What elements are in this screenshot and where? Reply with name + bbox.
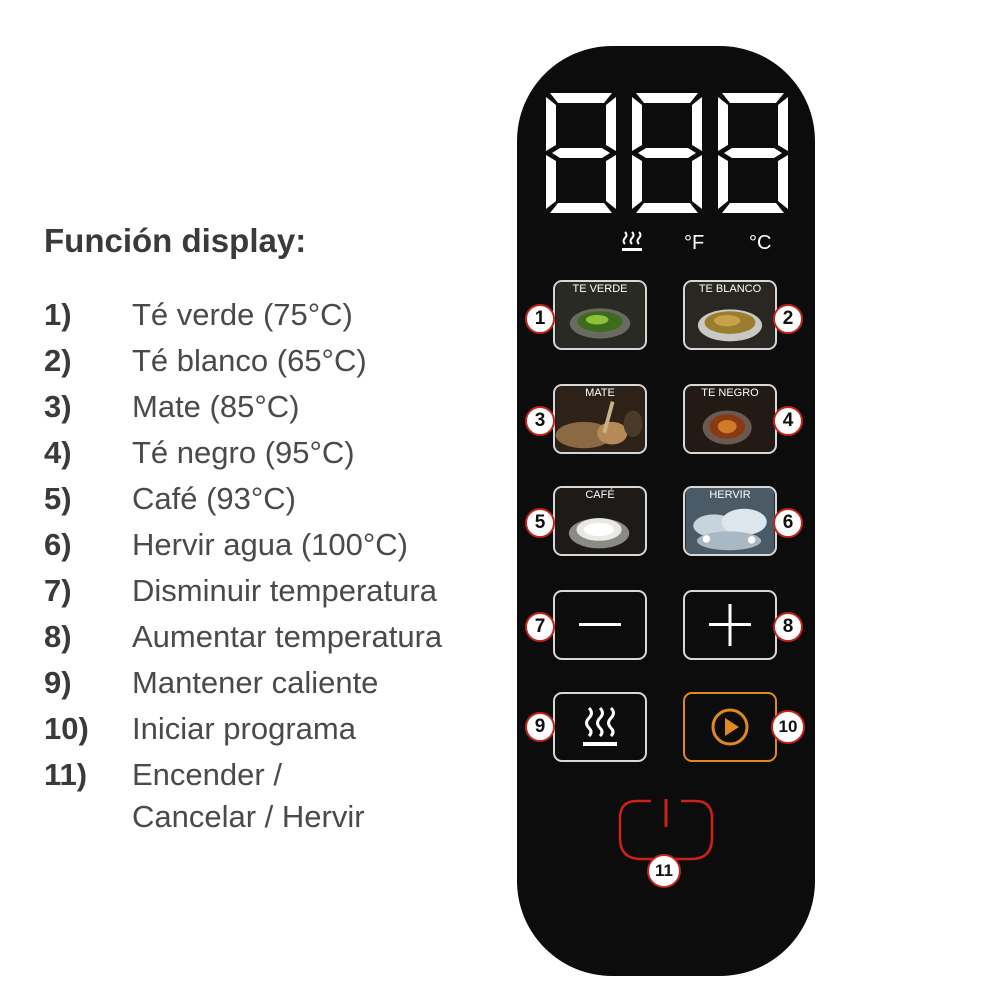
legend-text: Mantener caliente — [132, 665, 379, 700]
mode-label: TE NEGRO — [701, 387, 759, 399]
coffee-image — [555, 488, 645, 554]
start-program-button[interactable] — [683, 692, 777, 762]
seven-segment-display — [546, 93, 788, 213]
legend-text: Té verde (75°C) — [132, 297, 353, 332]
boiling-water-image — [685, 488, 775, 554]
callout-6: 6 — [773, 508, 803, 538]
legend-item: 8) Aumentar temperatura — [44, 614, 514, 660]
black-tea-image — [685, 386, 775, 452]
legend-item: 1) Té verde (75°C) — [44, 292, 514, 338]
legend-text: Té negro (95°C) — [132, 435, 355, 470]
legend-number: 11) — [44, 757, 88, 792]
mode-label: TE BLANCO — [698, 283, 762, 295]
callout-8: 8 — [773, 612, 803, 642]
legend-text: Té blanco (65°C) — [132, 343, 367, 378]
legend-text: Café (93°C) — [132, 481, 297, 516]
steam-icon — [583, 706, 617, 746]
increase-temperature-button[interactable] — [683, 590, 777, 660]
black-tea-button[interactable]: TE NEGRO — [683, 384, 777, 454]
legend-number: 3) — [44, 389, 72, 424]
legend-text: Aumentar temperatura — [132, 619, 443, 654]
green-tea-button[interactable]: TE VERDE — [553, 280, 647, 350]
legend-number: 2) — [44, 343, 72, 378]
play-icon — [711, 708, 749, 746]
boil-button[interactable]: HERVIR — [683, 486, 777, 556]
legend-item: 9) Mantener caliente — [44, 660, 514, 706]
minus-icon — [579, 623, 621, 626]
control-panel: °F °C TE VERDE TE BLANCO MATE — [517, 46, 815, 976]
green-tea-image — [555, 282, 645, 348]
mode-label: HERVIR — [709, 489, 751, 501]
white-tea-image — [685, 282, 775, 348]
callout-4: 4 — [773, 406, 803, 436]
mode-label: MATE — [585, 387, 615, 399]
mate-image — [555, 386, 645, 452]
digit-1 — [546, 93, 616, 213]
white-tea-button[interactable]: TE BLANCO — [683, 280, 777, 350]
callout-5: 5 — [525, 508, 555, 538]
mate-button[interactable]: MATE — [553, 384, 647, 454]
legend-item: 4) Té negro (95°C) — [44, 430, 514, 476]
plus-icon — [709, 604, 751, 646]
legend-list: 1) Té verde (75°C) 2) Té blanco (65°C) 3) M… — [44, 292, 514, 838]
callout-1: 1 — [525, 304, 555, 334]
fahrenheit-indicator: °F — [684, 232, 705, 254]
legend-item: 5) Café (93°C) — [44, 476, 514, 522]
callout-11: 11 — [647, 854, 681, 888]
legend-item: 7) Disminuir temperatura — [44, 568, 514, 614]
legend-text: Encender / Cancelar / Hervir — [132, 757, 365, 834]
coffee-button[interactable]: CAFÉ — [553, 486, 647, 556]
legend-item: 10) Iniciar programa — [44, 706, 514, 752]
legend-item: 2) Té blanco (65°C) — [44, 338, 514, 384]
keep-warm-button[interactable] — [553, 692, 647, 762]
callout-3: 3 — [525, 406, 555, 436]
legend-number: 10) — [44, 711, 89, 746]
legend-number: 1) — [44, 297, 72, 332]
legend-number: 5) — [44, 481, 72, 516]
legend-number: 8) — [44, 619, 72, 654]
legend-text: Hervir agua (100°C) — [132, 527, 409, 562]
legend-number: 4) — [44, 435, 72, 470]
callout-2: 2 — [773, 304, 803, 334]
legend-number: 6) — [44, 527, 72, 562]
legend-text: Iniciar programa — [132, 711, 356, 746]
mode-label: CAFÉ — [585, 489, 615, 501]
callout-10: 10 — [771, 710, 805, 744]
legend-item: 11) Encender / Cancelar / Hervir — [44, 752, 514, 838]
legend-text: Mate (85°C) — [132, 389, 300, 424]
legend-title: Función display: — [44, 222, 307, 259]
legend-text: Disminuir temperatura — [132, 573, 437, 608]
legend-number: 7) — [44, 573, 72, 608]
legend-number: 9) — [44, 665, 72, 700]
legend-item: 3) Mate (85°C) — [44, 384, 514, 430]
legend-item: 6) Hervir agua (100°C) — [44, 522, 514, 568]
steam-icon — [622, 231, 642, 251]
mode-label: TE VERDE — [572, 283, 628, 295]
callout-7: 7 — [525, 612, 555, 642]
callout-9: 9 — [525, 712, 555, 742]
celsius-indicator: °C — [749, 232, 772, 254]
decrease-temperature-button[interactable] — [553, 590, 647, 660]
